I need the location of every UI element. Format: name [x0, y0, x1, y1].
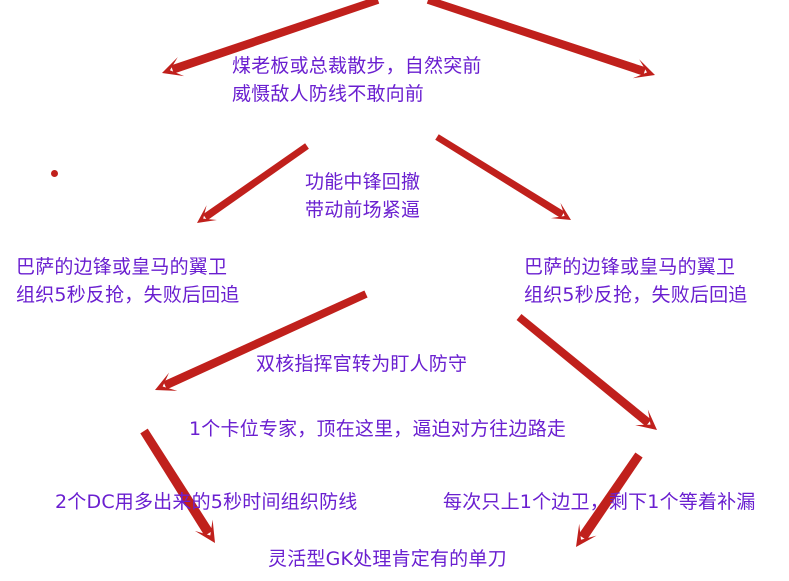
note-screen-specialist-line-1: 1个卡位专家，顶在这里，逼迫对方往边路走: [189, 418, 567, 440]
note-single-fullback-rotation-line-1: 每次只上1个边卫，剩下1个等着补漏: [443, 491, 756, 513]
note-forward-pressure-line-2: 威慑敌人防线不敢向前: [232, 83, 425, 105]
note-false-nine-drop-line-2: 带动前场紧逼: [305, 199, 421, 221]
note-false-nine-drop-line-1: 功能中锋回撤: [305, 171, 421, 193]
arrow-top-right-down-head: [632, 59, 655, 79]
arrow-top-left-down-head: [162, 57, 185, 77]
arrow-blocker-to-keeper-shaft: [140, 428, 214, 536]
note-dual-core-man-marking-line-1: 双核指挥官转为盯人防守: [256, 353, 468, 375]
note-forward-pressure: 煤老板或总裁散步，自然突前威慑敌人防线不敢向前: [232, 52, 482, 108]
note-two-dc-defensive-line: 2个DC用多出来的5秒时间组织防线: [55, 489, 357, 516]
arrow-fullback-to-keeper-head: [576, 523, 597, 547]
arrow-blocker-to-keeper: [140, 428, 215, 543]
arrow-mid-right-down-head: [550, 202, 571, 220]
note-dual-core-man-marking: 双核指挥官转为盯人防守: [256, 351, 467, 378]
note-left-winger-press-line-2: 组织5秒反抢，失败后回追: [16, 284, 240, 306]
note-sweeper-keeper-line-1: 灵活型GK处理肯定有的单刀: [268, 548, 507, 570]
note-false-nine-drop: 功能中锋回撤带动前场紧逼: [305, 168, 420, 224]
arrow-right-wing-down: [516, 314, 657, 430]
arrow-mid-left-down: [197, 143, 309, 223]
marker-dot: [51, 170, 58, 177]
note-right-winger-press: 巴萨的边锋或皇马的翼卫组织5秒反抢，失败后回追: [524, 253, 748, 309]
note-two-dc-defensive-line-line-1: 2个DC用多出来的5秒时间组织防线: [55, 491, 358, 513]
arrow-dual-core-to-left-head: [155, 372, 178, 391]
arrow-mid-left-down-shaft: [202, 143, 309, 221]
arrow-right-wing-down-head: [635, 409, 657, 430]
note-left-winger-press-line-1: 巴萨的边锋或皇马的翼卫: [16, 256, 228, 278]
arrow-right-wing-down-shaft: [516, 314, 652, 427]
arrow-mid-left-down-head: [197, 205, 217, 223]
note-screen-specialist: 1个卡位专家，顶在这里，逼迫对方往边路走: [189, 416, 566, 443]
note-single-fullback-rotation: 每次只上1个边卫，剩下1个等着补漏: [443, 489, 756, 516]
note-right-winger-press-line-2: 组织5秒反抢，失败后回追: [524, 284, 748, 306]
note-forward-pressure-line-1: 煤老板或总裁散步，自然突前: [232, 55, 482, 77]
note-right-winger-press-line-1: 巴萨的边锋或皇马的翼卫: [524, 256, 736, 278]
note-sweeper-keeper: 灵活型GK处理肯定有的单刀: [268, 546, 507, 573]
arrow-blocker-to-keeper-head: [194, 519, 215, 543]
note-left-winger-press: 巴萨的边锋或皇马的翼卫组织5秒反抢，失败后回追: [16, 253, 240, 309]
arrow-mid-right-down-shaft: [435, 134, 565, 218]
arrow-mid-right-down: [435, 134, 571, 220]
